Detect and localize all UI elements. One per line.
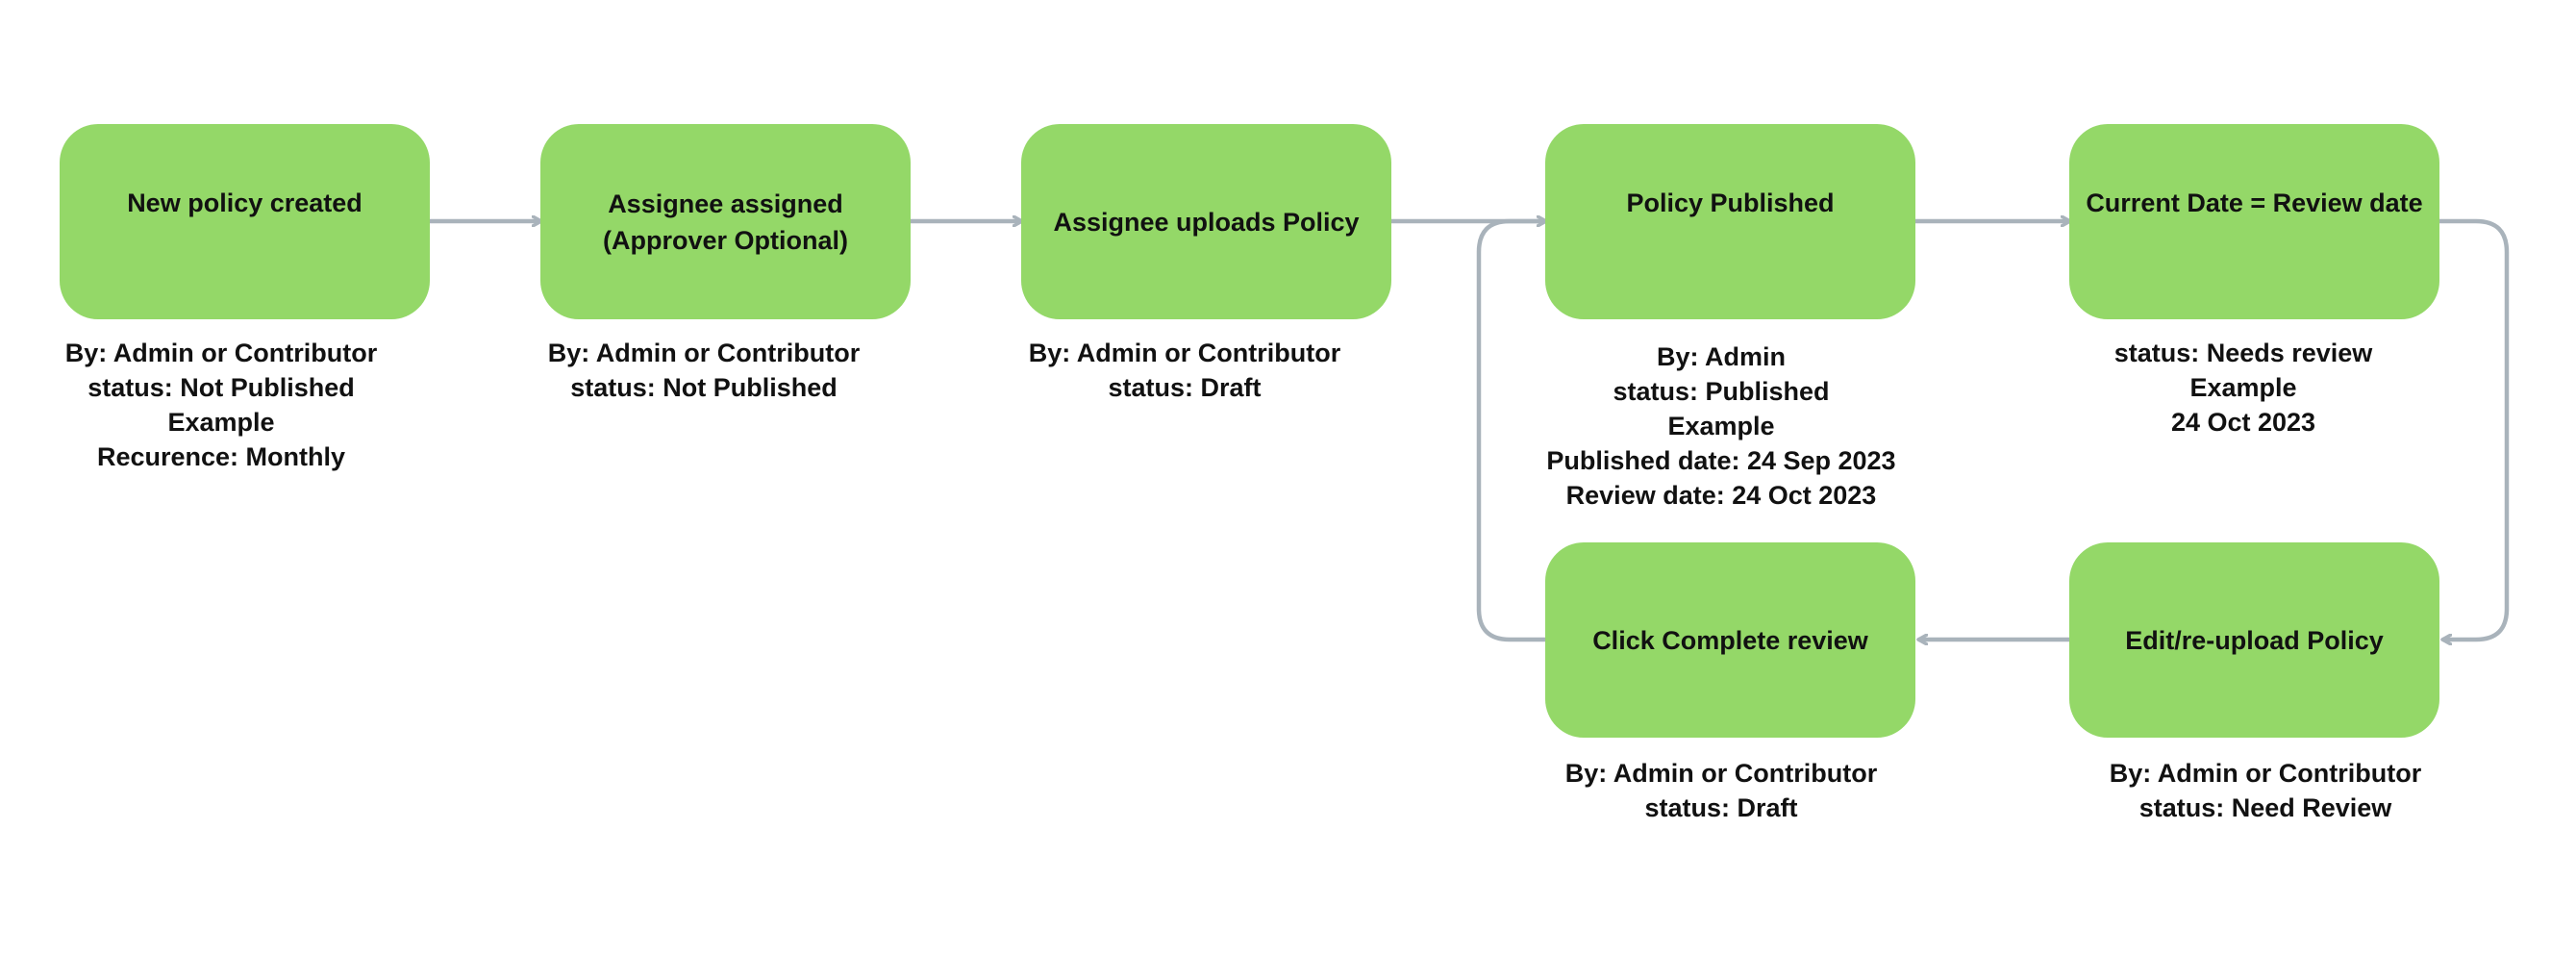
note-assignee-uploads-policy: By: Admin or Contributor status: Draft: [963, 336, 1406, 405]
note-current-date-review-date: status: Needs review Example 24 Oct 2023: [2022, 336, 2464, 440]
note-line: By: Admin or Contributor: [1028, 339, 1341, 367]
note-line: Recurence: Monthly: [96, 442, 346, 471]
node-assignee-uploads-policy: Assignee uploads Policy: [1021, 124, 1391, 319]
node-edit-reupload-policy: Edit/re-upload Policy: [2069, 542, 2439, 738]
note-policy-published: By: Admin status: Published Example Publ…: [1500, 339, 1942, 513]
node-current-date-review-date: Current Date = Review date: [2069, 124, 2439, 319]
node-title: Assignee uploads Policy: [1053, 207, 1360, 237]
node-new-policy-created: New policy created: [60, 124, 430, 319]
node-title: Edit/re-upload Policy: [2125, 625, 2384, 655]
note-line: status: Draft: [1108, 373, 1262, 402]
note-line: Example: [2189, 373, 2297, 402]
note-line: Example: [1667, 412, 1775, 440]
note-click-complete-review: By: Admin or Contributor status: Draft: [1500, 756, 1942, 825]
note-line: By: Admin or Contributor: [64, 339, 378, 367]
note-line: By: Admin or Contributor: [2109, 759, 2422, 788]
note-line: Example: [167, 408, 275, 437]
note-line: By: Admin: [1657, 342, 1786, 371]
node-title: Policy Published: [1626, 188, 1835, 217]
note-line: 24 Oct 2023: [2170, 408, 2316, 437]
node-click-complete-review: Click Complete review: [1545, 542, 1915, 738]
node-assignee-assigned: Assignee assigned (Approver Optional): [540, 124, 911, 319]
note-line: By: Admin or Contributor: [1564, 759, 1878, 788]
note-line: status: Draft: [1644, 793, 1798, 822]
note-line: status: Not Published: [88, 373, 355, 402]
note-line: By: Admin or Contributor: [547, 339, 861, 367]
note-line: Published date: 24 Sep 2023: [1546, 446, 1896, 475]
arrow-review-date-to-edit: [2437, 218, 2510, 640]
note-line: status: Not Published: [570, 373, 838, 402]
node-title: Current Date = Review date: [2086, 188, 2423, 217]
arrow-complete-to-published: [1476, 218, 1548, 642]
note-line: status: Need Review: [2138, 793, 2392, 822]
note-line: status: Published: [1613, 377, 1830, 406]
note-new-policy-created: By: Admin or Contributor status: Not Pub…: [0, 336, 442, 474]
node-title: Assignee assigned (Approver Optional): [603, 188, 848, 255]
note-line: status: Needs review: [2113, 339, 2373, 367]
note-assignee-assigned: By: Admin or Contributor status: Not Pub…: [483, 336, 925, 405]
node-policy-published: Policy Published: [1545, 124, 1915, 319]
note-edit-reupload-policy: By: Admin or Contributor status: Need Re…: [2044, 756, 2487, 825]
node-title: New policy created: [127, 188, 363, 217]
note-line: Review date: 24 Oct 2023: [1565, 481, 1877, 510]
node-title: Click Complete review: [1592, 625, 1868, 655]
